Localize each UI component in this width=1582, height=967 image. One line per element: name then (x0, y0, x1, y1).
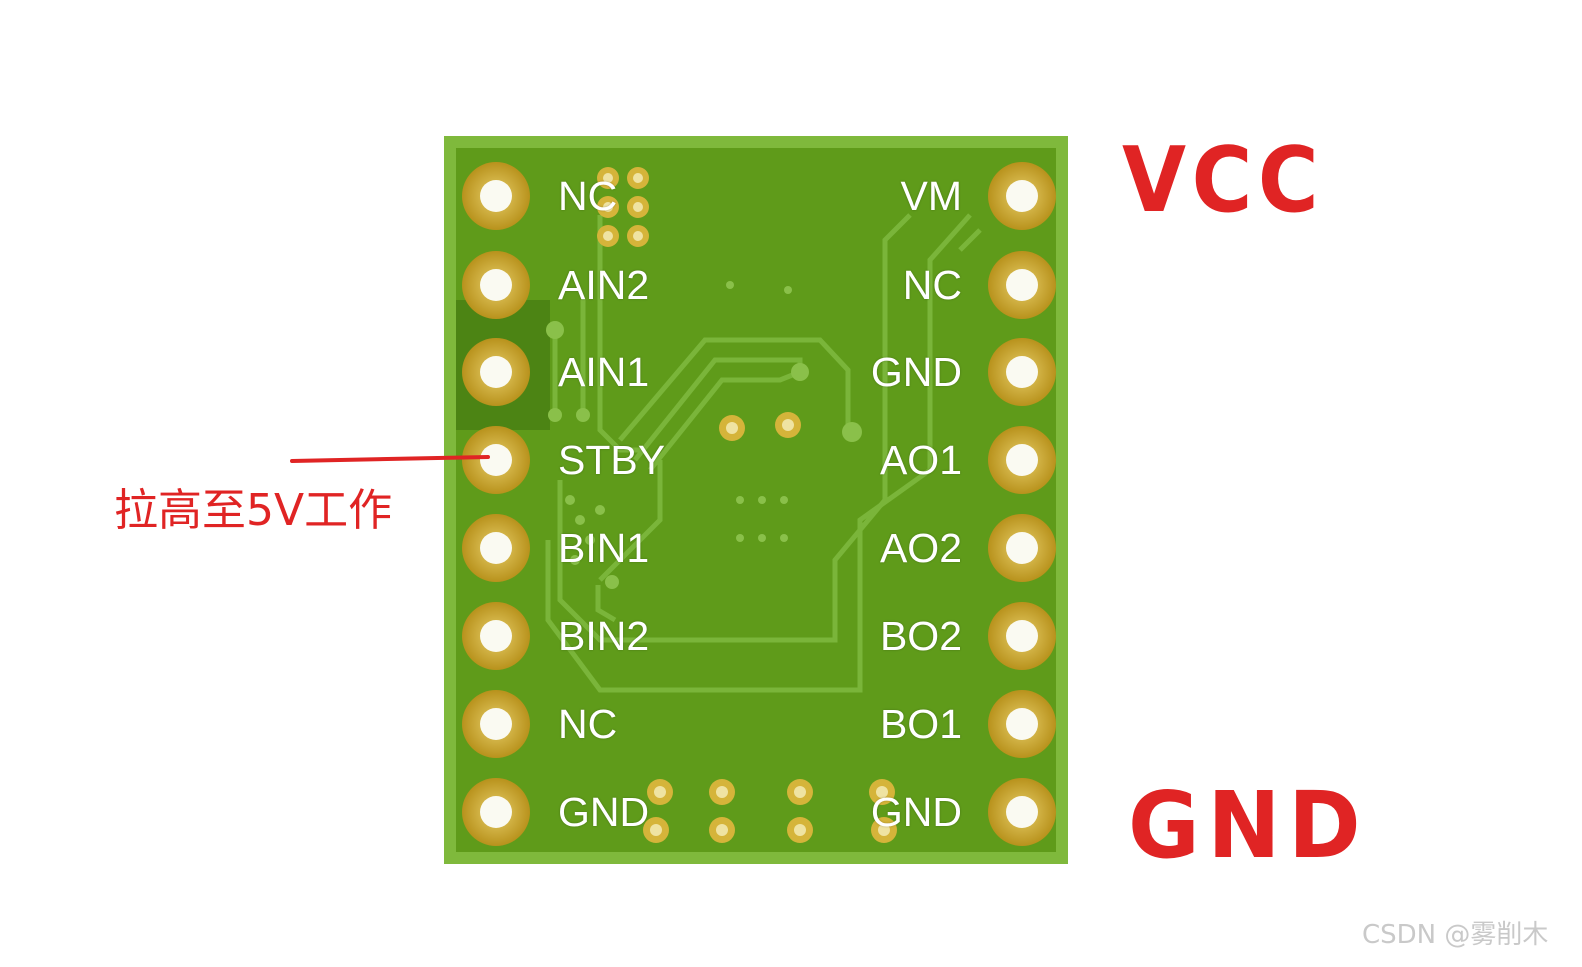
right-pads (988, 162, 1056, 846)
right-pin-label: NC (902, 262, 962, 308)
left-pin-label: BIN1 (558, 525, 650, 571)
gold-vias (597, 167, 897, 843)
right-pin-label: BO1 (879, 701, 962, 747)
right-pin-label: AO1 (879, 437, 962, 483)
small-vias (546, 281, 862, 589)
right-pin-label: GND (870, 349, 962, 395)
left-pin-label: NC (558, 701, 618, 747)
right-pin-label: BO2 (879, 613, 962, 659)
left-pin-label: NC (558, 173, 618, 219)
left-pin-label: BIN2 (558, 613, 650, 659)
right-pin-label: GND (870, 789, 962, 835)
left-pin-label: AIN1 (558, 349, 650, 395)
right-pin-label: AO2 (879, 525, 962, 571)
stby-note: 拉高至5V工作 (114, 485, 393, 536)
board-copper (456, 148, 1056, 852)
left-pin-label: AIN2 (558, 262, 650, 308)
left-pads (462, 162, 530, 846)
stby-pointer-line (290, 455, 490, 463)
watermark: CSDN @雾削木 (1362, 920, 1549, 950)
left-pin-label: STBY (558, 437, 666, 483)
gnd-annotation: GND (1128, 772, 1369, 879)
right-pin-label: VM (900, 173, 963, 219)
left-pin-label: GND (558, 789, 650, 835)
vcc-annotation: VCC (1122, 128, 1325, 233)
